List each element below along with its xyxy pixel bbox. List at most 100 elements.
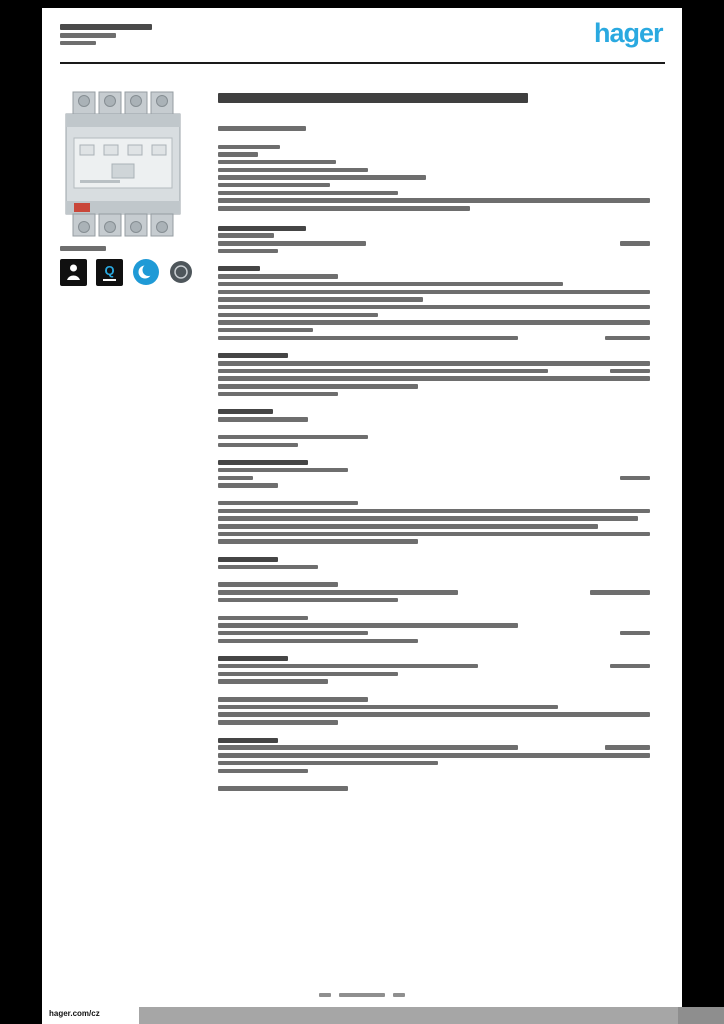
redacted-text-line xyxy=(218,384,418,389)
redacted-text-line xyxy=(218,190,398,196)
redacted-text-line xyxy=(218,630,368,636)
spec-row xyxy=(218,353,650,359)
spec-row xyxy=(218,483,650,488)
spec-row xyxy=(218,582,650,587)
redacted-text-line xyxy=(218,467,348,473)
spec-row xyxy=(218,152,650,157)
spec-row xyxy=(218,368,650,374)
spec-row xyxy=(218,786,650,791)
redacted-text-line xyxy=(218,274,338,279)
redacted-text-line xyxy=(218,248,278,254)
redacted-text-line xyxy=(218,460,308,466)
product-photo xyxy=(60,88,186,240)
spec-row xyxy=(218,409,650,415)
redacted-text-line xyxy=(218,597,398,603)
svg-text:Q: Q xyxy=(104,263,114,278)
spec-row xyxy=(218,623,650,628)
redacted-text-line xyxy=(60,33,116,38)
redacted-text-line xyxy=(218,361,650,366)
top-terminals xyxy=(72,91,174,115)
redacted-text-line xyxy=(218,281,563,287)
redacted-text-line xyxy=(218,289,650,294)
spec-row xyxy=(218,737,650,743)
redacted-text-line xyxy=(218,312,378,318)
redacted-text-line xyxy=(218,159,336,165)
spec-row xyxy=(218,615,650,620)
redacted-text-line xyxy=(218,233,274,238)
spec-row xyxy=(218,712,650,717)
spec-row xyxy=(218,320,650,325)
header-divider xyxy=(60,62,665,64)
spec-row xyxy=(218,630,650,636)
spec-row xyxy=(218,266,650,272)
spec-row xyxy=(218,241,650,246)
spec-row xyxy=(218,745,650,750)
redacted-value-line xyxy=(610,368,650,374)
spec-row xyxy=(218,304,650,310)
redacted-text-line xyxy=(218,786,348,791)
spec-row xyxy=(218,697,650,702)
redacted-text-line xyxy=(218,434,368,440)
product-subtitle-line xyxy=(218,126,306,131)
spec-row xyxy=(218,225,650,231)
technical-data-rows xyxy=(218,144,650,791)
redacted-text-line xyxy=(218,483,278,488)
spec-row xyxy=(218,720,650,725)
redacted-text-line xyxy=(218,615,308,620)
redacted-text-line xyxy=(218,297,423,302)
redacted-text-line xyxy=(218,704,558,710)
spec-row xyxy=(218,167,650,173)
spec-row xyxy=(218,175,650,180)
spec-row xyxy=(218,704,650,710)
redacted-text-line xyxy=(218,516,638,521)
spec-row xyxy=(218,442,650,447)
knx-module-illustration xyxy=(65,91,181,237)
spec-row xyxy=(218,198,650,203)
redacted-text-line xyxy=(218,524,598,529)
redacted-text-line xyxy=(218,671,398,677)
redacted-text-line xyxy=(218,175,426,180)
figure-caption-line xyxy=(60,246,106,251)
redacted-text-line xyxy=(218,697,368,702)
redacted-text-line xyxy=(218,266,260,272)
spec-row xyxy=(218,312,650,318)
redacted-text-line xyxy=(218,557,278,563)
spec-row xyxy=(218,391,650,397)
redacted-text-line xyxy=(218,582,338,587)
spec-row xyxy=(218,384,650,389)
redacted-text-line xyxy=(218,241,366,246)
redacted-text-line xyxy=(218,768,308,773)
spec-row xyxy=(218,656,650,662)
footer-site-link[interactable]: hager.com/cz xyxy=(45,1005,139,1022)
redacted-text-line xyxy=(218,335,518,341)
spec-row xyxy=(218,539,650,544)
redacted-value-line xyxy=(610,663,650,669)
redacted-text-line xyxy=(218,182,330,188)
spec-row xyxy=(218,434,650,440)
spec-row xyxy=(218,206,650,211)
spec-row xyxy=(218,768,650,773)
redacted-text-line xyxy=(218,391,338,397)
spec-row xyxy=(218,297,650,302)
spec-row xyxy=(218,327,650,333)
spec-row xyxy=(218,524,650,529)
spec-row xyxy=(218,760,650,766)
spec-row xyxy=(218,248,650,254)
redacted-text-line xyxy=(218,508,650,514)
footer-right-block xyxy=(678,1007,724,1024)
spec-row xyxy=(218,335,650,341)
spec-row xyxy=(218,274,650,279)
redacted-value-line xyxy=(620,475,650,481)
spec-row xyxy=(218,671,650,677)
redacted-value-line xyxy=(605,335,650,341)
redacted-text-line xyxy=(218,304,650,310)
red-type-label xyxy=(74,203,90,212)
redacted-text-line xyxy=(218,720,338,725)
certification-icon-blue-q: Q xyxy=(96,258,123,286)
redacted-value-line xyxy=(590,590,650,595)
footer-band xyxy=(139,1007,678,1024)
spec-row xyxy=(218,190,650,196)
redacted-value-line xyxy=(620,241,650,246)
main-content xyxy=(218,93,650,791)
redacted-text-line xyxy=(218,737,278,743)
